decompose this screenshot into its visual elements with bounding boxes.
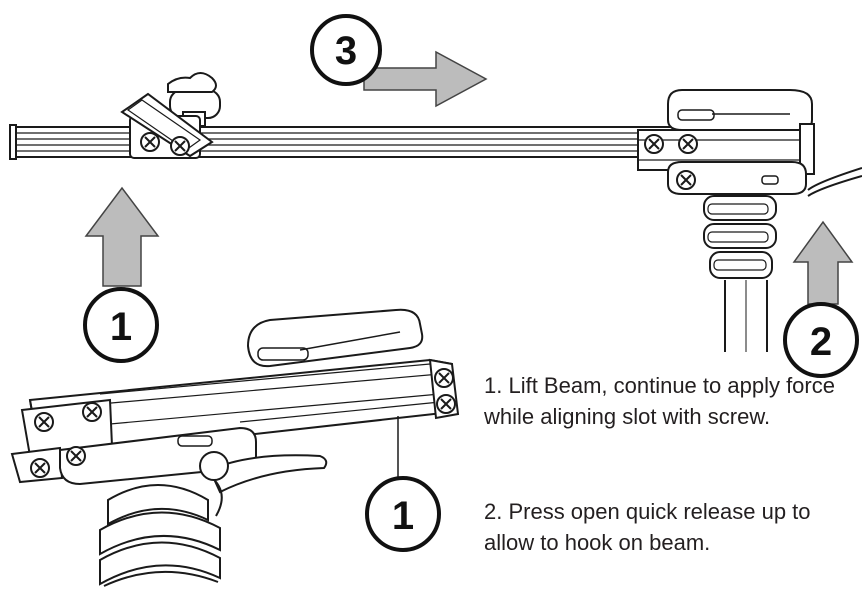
instruction-step-1: 1. Lift Beam, continue to apply force wh… [484, 373, 835, 429]
callout-step-1-detail: 1 [365, 476, 441, 552]
callout-step-3: 3 [310, 14, 382, 86]
callout-step-2: 2 [783, 302, 859, 378]
callout-step-1-top: 1 [83, 287, 159, 363]
callout-label: 3 [335, 29, 357, 73]
arrow-slide-right [363, 50, 488, 108]
callout-label: 2 [810, 320, 832, 364]
clamp-detail-view [10, 308, 460, 587]
callout-label: 1 [392, 494, 414, 538]
instruction-step-2: 2. Press open quick release up to allow … [484, 499, 811, 555]
arrow-press-right [792, 220, 854, 305]
beam-end-assembly-right [637, 89, 862, 352]
beam-top-view [9, 72, 862, 352]
callout-label: 1 [110, 305, 132, 349]
arrow-lift-left [84, 186, 160, 287]
beam-clamp-left [120, 72, 221, 159]
